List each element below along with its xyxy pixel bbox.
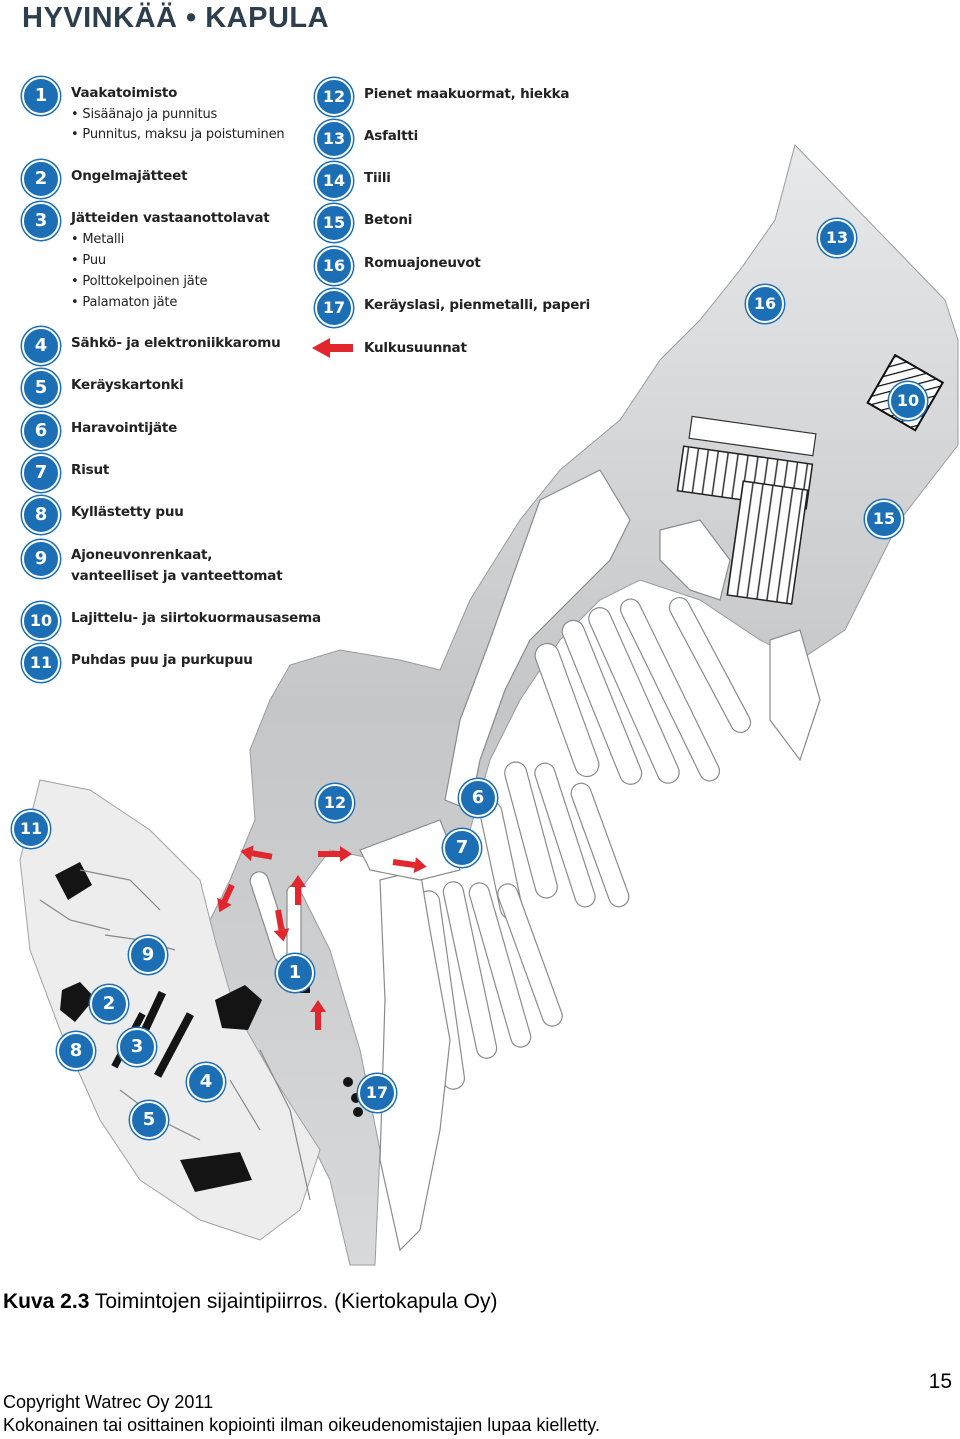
legend-label: Asfaltti [364, 128, 419, 144]
marker-2: 2 [90, 985, 128, 1023]
badge-2: 2 [22, 160, 60, 198]
legend-label: Pienet maakuormat, hiekka [364, 86, 570, 102]
site-area [204, 144, 959, 1266]
legend-label: Haravointijäte [71, 420, 178, 436]
marker-10: 10 [889, 382, 927, 420]
marker-7: 7 [443, 829, 481, 867]
legend-label: Risut [71, 462, 110, 478]
marker-11: 11 [12, 810, 50, 848]
badge-3: 3 [22, 202, 60, 240]
marker-3: 3 [118, 1028, 156, 1066]
site-map [19, 144, 959, 1266]
marker-13: 13 [818, 219, 856, 257]
marker-17: 17 [358, 1074, 396, 1112]
legend-sub: Metalli [71, 232, 124, 247]
legend-label: Tiili [364, 170, 391, 186]
caption-text: Toimintojen sijaintipiirros. (Kiertokapu… [94, 1290, 498, 1313]
legend-label: Ajoneuvonrenkaat, [71, 547, 213, 563]
legend-label: Sähkö- ja elektroniikkaromu [71, 335, 281, 351]
legend-label: Puhdas puu ja purkupuu [71, 652, 253, 668]
badge-12: 12 [315, 78, 353, 116]
badge-13: 13 [315, 120, 353, 158]
page-number: 15 [928, 1370, 952, 1393]
badge-11: 11 [22, 644, 60, 682]
marker-6: 6 [459, 779, 497, 817]
lower-site-area [19, 779, 321, 1241]
copy-notice: Kokonainen tai osittainen kopiointi ilma… [3, 1415, 601, 1435]
marker-8: 8 [57, 1032, 95, 1070]
badge-1: 1 [22, 77, 60, 115]
badge-8: 8 [22, 496, 60, 534]
legend-label: Betoni [364, 212, 413, 228]
legend-arrow-icon [312, 338, 353, 358]
marker-12: 12 [316, 784, 354, 822]
legend-label: Lajittelu- ja siirtokuormausasema [71, 610, 321, 626]
badge-5: 5 [22, 369, 60, 407]
badge-9: 9 [22, 540, 60, 578]
badge-15: 15 [315, 204, 353, 242]
legend-arrow-label: Kulkusuunnat [364, 340, 467, 356]
marker-15: 15 [865, 500, 903, 538]
legend-label: Jätteiden vastaanottolavat [71, 210, 270, 226]
legend-label: Vaakatoimisto [71, 85, 178, 101]
legend-sub: Polttokelpoinen jäte [71, 274, 207, 289]
legend-label: Kyllästetty puu [71, 504, 184, 520]
badge-16: 16 [315, 247, 353, 285]
badge-7: 7 [22, 454, 60, 492]
legend-label-line2: vanteelliset ja vanteettomat [71, 568, 283, 584]
marker-4: 4 [187, 1063, 225, 1101]
striped-block [726, 480, 809, 605]
badge-17: 17 [315, 289, 353, 327]
marker-16: 16 [746, 285, 784, 323]
caption-prefix: Kuva 2.3 [3, 1290, 90, 1313]
map-title: HYVINKÄÄ • KAPULA [22, 2, 330, 34]
legend-label: Ongelmajätteet [71, 168, 188, 184]
badge-4: 4 [22, 327, 60, 365]
copyright-text: Copyright Watrec Oy 2011 [3, 1392, 214, 1412]
legend-label: Keräyslasi, pienmetalli, paperi [364, 297, 591, 313]
badge-6: 6 [22, 412, 60, 450]
marker-9: 9 [129, 936, 167, 974]
figure-caption: Kuva 2.3 Toimintojen sijaintipiirros. (K… [3, 1290, 498, 1314]
legend-sub: Punnitus, maksu ja poistuminen [71, 127, 284, 142]
badge-10: 10 [22, 602, 60, 640]
legend-sub: Sisäänajo ja punnitus [71, 107, 217, 122]
badge-14: 14 [315, 162, 353, 200]
legend-sub: Palamaton jäte [71, 295, 177, 310]
direction-arrows [217, 845, 427, 1030]
marker-1: 1 [276, 954, 314, 992]
legend-label: Romuajoneuvot [364, 255, 481, 271]
marker-5: 5 [130, 1101, 168, 1139]
legend-label: Keräyskartonki [71, 377, 184, 393]
legend-sub: Puu [71, 253, 106, 268]
